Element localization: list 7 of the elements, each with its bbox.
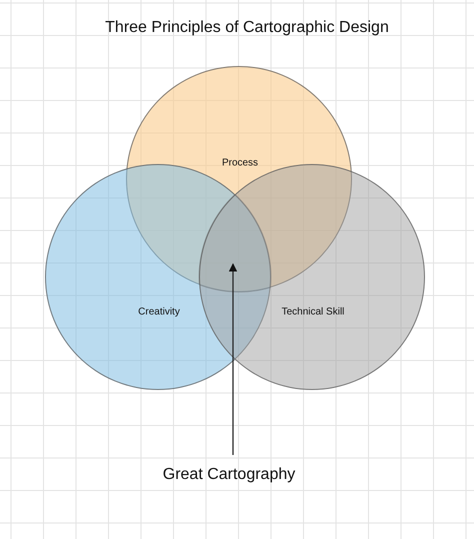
leader-arrow (228, 263, 238, 455)
circle-label: Creativity (138, 306, 180, 318)
diagram-title: Three Principles of Cartographic Design (105, 19, 389, 37)
callout-text: Great Cartography (162, 466, 296, 484)
circle-label: Process (222, 158, 258, 168)
overlap-region (198, 194, 272, 292)
circle-label: Technical Skill (282, 306, 344, 318)
